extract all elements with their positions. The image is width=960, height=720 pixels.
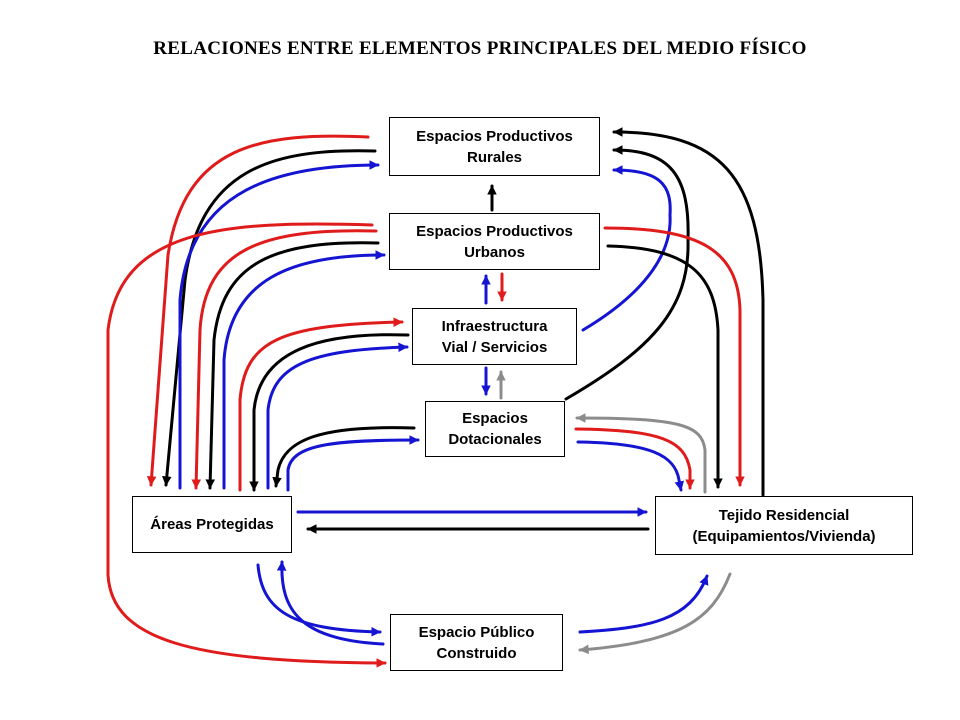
arrow-tejido-to-publico-gray bbox=[578, 572, 732, 655]
node-label: Espacios Productivos bbox=[416, 127, 573, 145]
node-label: Espacio Público bbox=[418, 623, 535, 641]
node-label: Tejido Residencial bbox=[718, 506, 850, 524]
node-infraestructura-vial-servicios: Infraestructura Vial / Servicios bbox=[412, 308, 577, 365]
arrow-areas-to-dotacionales-blue bbox=[286, 435, 420, 492]
arrow-dotacionales-to-tejido-blue bbox=[576, 440, 685, 492]
arrow-publico-to-tejido-blue bbox=[578, 574, 709, 634]
arrow-urbanos-to-publico-red bbox=[106, 222, 387, 668]
arrow-urbanos-to-areas-red bbox=[191, 229, 378, 490]
arrow-urbanos-to-tejido-black bbox=[606, 244, 723, 489]
arrow-areas-to-rurales-blue bbox=[178, 160, 380, 490]
node-label: Dotacionales bbox=[448, 431, 542, 448]
node-label: Infraestructura bbox=[441, 317, 548, 335]
node-areas-protegidas: Áreas Protegidas bbox=[132, 496, 292, 553]
arrow-urbanos-to-areas-black bbox=[205, 241, 380, 490]
node-label: Espacios Productivos bbox=[416, 222, 573, 240]
node-espacios-productivos-urbanos: Espacios Productivos Urbanos bbox=[389, 213, 600, 270]
arrow-dotacionales-to-tejido-red bbox=[574, 427, 695, 490]
arrow-areas-to-infra-blue bbox=[266, 342, 409, 490]
arrow-areas-to-infra-red bbox=[238, 317, 404, 492]
arrow-dotacionales-to-rurales-black bbox=[564, 145, 690, 401]
arrow-areas-to-publico-blue bbox=[256, 563, 382, 637]
node-label: Espacios bbox=[462, 410, 528, 427]
node-tejido-residencial: Tejido Residencial (Equipamientos/Vivien… bbox=[655, 496, 913, 555]
diagram-title: RELACIONES ENTRE ELEMENTOS PRINCIPALES D… bbox=[153, 38, 807, 59]
node-espacios-productivos-rurales: Espacios Productivos Rurales bbox=[389, 117, 600, 176]
node-label: Áreas Protegidas bbox=[150, 516, 274, 533]
node-espacio-publico-construido: Espacio Público Construido bbox=[390, 614, 563, 671]
arrow-areas-to-urbanos-blue bbox=[222, 250, 386, 490]
node-label: Construido bbox=[436, 644, 517, 662]
arrow-areas-to-dotacionales-black bbox=[272, 426, 416, 488]
node-label: Urbanos bbox=[464, 243, 525, 261]
node-label: (Equipamientos/Vivienda) bbox=[692, 527, 876, 545]
arrow-urbanos-to-tejido-red bbox=[603, 226, 745, 487]
arrow-tejido-to-dotacionales-gray bbox=[575, 413, 707, 494]
node-espacios-dotacionales: Espacios Dotacionales bbox=[425, 401, 565, 457]
arrow-rurales-to-areas-red bbox=[146, 134, 370, 487]
arrow-areas-to-infra-black bbox=[249, 333, 410, 492]
arrow-tejido-to-rurales-black bbox=[612, 127, 765, 497]
arrow-publico-to-areas-blue bbox=[276, 560, 385, 646]
node-label: Rurales bbox=[466, 148, 523, 166]
arrow-infra-to-rurales-blue bbox=[581, 165, 672, 332]
node-label: Vial / Servicios bbox=[441, 338, 548, 356]
